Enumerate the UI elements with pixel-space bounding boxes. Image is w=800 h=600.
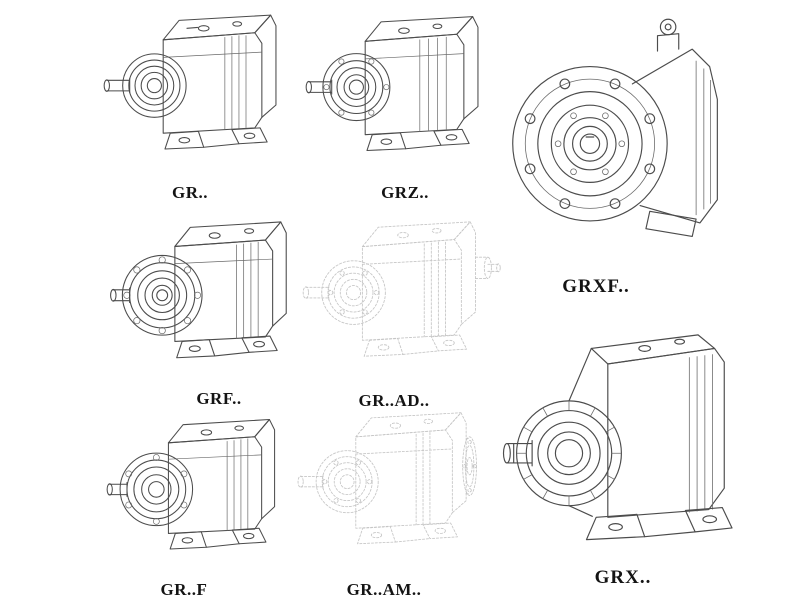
gearbox-figure-grz — [300, 4, 485, 179]
gearbox-figure-gr-ad — [297, 208, 502, 386]
gearbox-figure-grf — [100, 212, 295, 384]
gearbox-drawing-grf — [110, 221, 287, 359]
gearbox-figure-gr — [98, 4, 283, 176]
gearbox-drawing-grxf — [512, 18, 718, 237]
model-label-grxf: GRXF.. — [562, 276, 630, 297]
model-label-gr-ad: GR..AD.. — [358, 391, 430, 410]
gearbox-figure-grx — [498, 298, 738, 560]
gearbox-drawing-gr-ad — [302, 221, 501, 357]
gearbox-figure-grxf — [505, 6, 727, 268]
model-label-grf: GRF.. — [196, 389, 242, 408]
gr-am-housing-lines — [297, 412, 477, 545]
gearbox-drawing-gr-f — [106, 418, 276, 550]
grf-housing-lines — [110, 221, 287, 359]
model-label-gr-am: GR..AM.. — [346, 580, 422, 599]
gr-f-housing-lines — [106, 418, 276, 550]
gearbox-drawing-gr-am — [297, 412, 477, 545]
model-label-grz: GRZ.. — [381, 183, 429, 202]
model-label-gr: GR.. — [172, 183, 208, 202]
gearbox-drawing-gr — [103, 14, 277, 150]
gearbox-figure-gr-f — [95, 410, 285, 574]
model-label-grx: GRX.. — [594, 567, 652, 588]
gr-ad-housing-lines — [302, 221, 501, 357]
grx-housing-lines — [502, 334, 733, 541]
gearbox-drawing-grx — [502, 334, 733, 541]
grxf-housing-lines — [512, 18, 718, 237]
model-label-gr-f: GR..F — [160, 580, 208, 599]
gearbox-figure-gr-am — [292, 404, 492, 568]
gearbox-drawing-grz — [305, 16, 479, 152]
grz-housing-lines — [305, 16, 479, 152]
gr-housing-lines — [103, 14, 277, 150]
